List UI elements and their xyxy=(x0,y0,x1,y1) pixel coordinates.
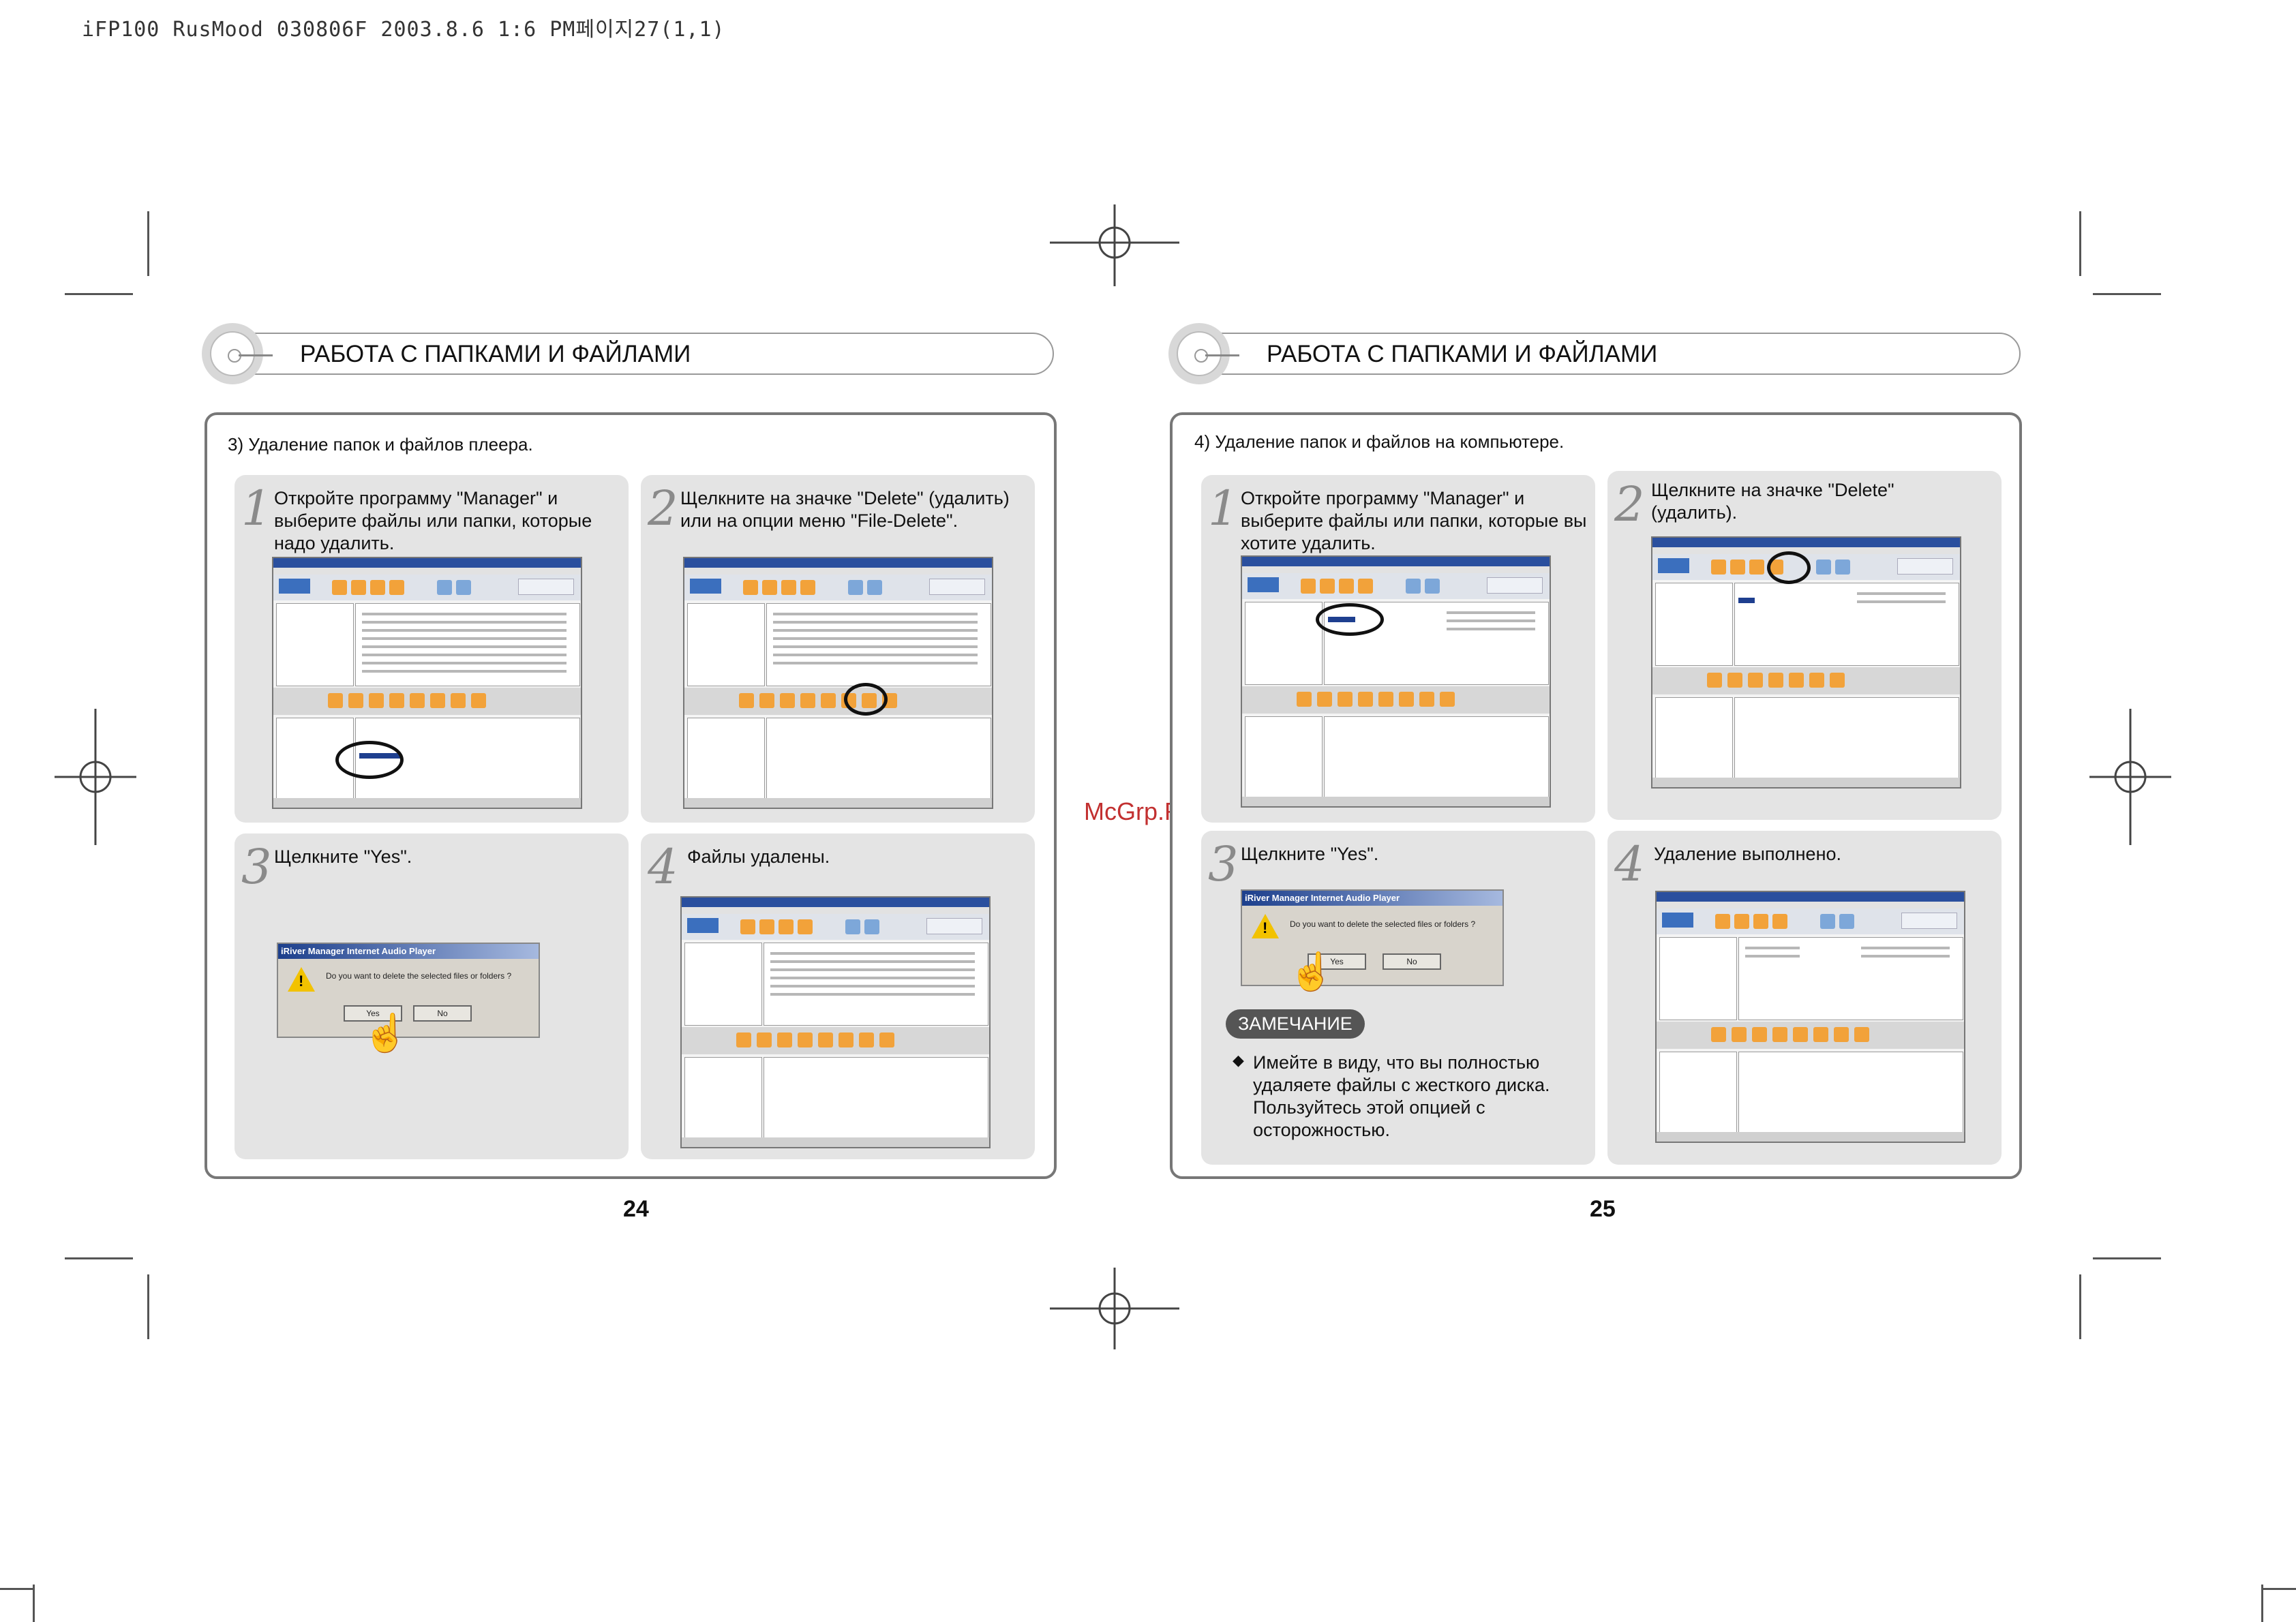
warning-icon: ! xyxy=(288,967,315,992)
step-text: Удаление выполнено. xyxy=(1654,844,1841,864)
manager-screenshot xyxy=(272,557,582,809)
no-button[interactable]: No xyxy=(413,1005,472,1022)
delete-icon-highlight-circle xyxy=(1767,551,1811,584)
print-header: iFP100 RusMood 030806F 2003.8.6 1:6 PM페이… xyxy=(82,18,725,42)
left-page-title: РАБОТА С ПАПКАМИ И ФАЙЛАМИ xyxy=(300,341,691,367)
step-text: Щелкните "Yes". xyxy=(274,846,412,867)
note-bullet: ◆ xyxy=(1233,1052,1244,1069)
step-number: 1 xyxy=(241,480,272,536)
step-number: 4 xyxy=(648,839,678,895)
step-text: Файлы удалены. xyxy=(687,846,830,867)
step-text: Откройте программу "Manager" и выберите … xyxy=(1241,488,1587,553)
dialog-message: Do you want to delete the selected files… xyxy=(1290,919,1476,929)
right-section-heading: 4) Удаление папок и файлов на компьютере… xyxy=(1194,431,1565,452)
step-text: Откройте программу "Manager" и выберите … xyxy=(274,488,592,553)
left-section-heading: 3) Удаление папок и файлов плеера. xyxy=(228,434,533,455)
registration-mark-bottom xyxy=(1050,1268,1179,1349)
delete-confirm-dialog: iRiver Manager Internet Audio Player ! D… xyxy=(1241,889,1504,986)
right-step-3: 3 Щелкните "Yes". iRiver Manager Interne… xyxy=(1201,831,1595,1165)
yes-button[interactable]: Yes xyxy=(344,1005,402,1022)
warning-icon: ! xyxy=(1252,914,1279,938)
delete-confirm-dialog: iRiver Manager Internet Audio Player ! D… xyxy=(277,943,540,1038)
step-number: 2 xyxy=(648,480,678,536)
left-page-number: 24 xyxy=(623,1196,649,1222)
right-step-4: 4 Удаление выполнено. xyxy=(1607,831,2002,1165)
dialog-message: Do you want to delete the selected files… xyxy=(326,971,512,981)
selection-highlight-circle xyxy=(335,741,404,779)
left-content-panel: 3) Удаление папок и файлов плеера. 1 Отк… xyxy=(205,412,1057,1179)
left-step-3: 3 Щелкните "Yes". iRiver Manager Interne… xyxy=(235,833,629,1159)
right-step-1: 1 Откройте программу "Manager" и выберит… xyxy=(1201,475,1595,823)
manager-screenshot xyxy=(680,896,991,1148)
registration-mark-top xyxy=(1050,204,1179,286)
note-badge: ЗАМЕЧАНИЕ xyxy=(1226,1009,1365,1039)
right-page-title-bar: РАБОТА С ПАПКАМИ И ФАЙЛАМИ xyxy=(1168,323,2021,384)
registration-mark-right xyxy=(2089,709,2171,845)
step-number: 3 xyxy=(1208,836,1239,892)
left-step-1: 1 Откройте программу "Manager" и выберит… xyxy=(235,475,629,823)
right-page-title: РАБОТА С ПАПКАМИ И ФАЙЛАМИ xyxy=(1267,341,1658,367)
delete-icon-highlight-circle xyxy=(844,683,888,716)
step-number: 2 xyxy=(1614,476,1645,532)
step-number: 4 xyxy=(1614,836,1645,892)
step-number: 1 xyxy=(1208,480,1239,536)
manager-screenshot xyxy=(1655,891,1965,1143)
right-step-2: 2 Щелкните на значке "Delete" (удалить). xyxy=(1607,471,2002,820)
left-step-4: 4 Файлы удалены. xyxy=(641,833,1035,1159)
manager-screenshot xyxy=(1241,555,1551,808)
manager-screenshot xyxy=(683,557,993,809)
note-text: Имейте в виду, что вы полностью удаляете… xyxy=(1253,1052,1550,1140)
step-text: Щелкните "Yes". xyxy=(1241,844,1379,864)
left-step-2: 2 Щелкните на значке "Delete" (удалить) … xyxy=(641,475,1035,823)
right-content-panel: 4) Удаление папок и файлов на компьютере… xyxy=(1170,412,2022,1179)
left-page-title-bar: РАБОТА С ПАПКАМИ И ФАЙЛАМИ xyxy=(202,323,1054,384)
right-page-number: 25 xyxy=(1590,1196,1616,1222)
registration-mark-left xyxy=(55,709,136,845)
dialog-title: iRiver Manager Internet Audio Player xyxy=(278,944,539,959)
yes-button[interactable]: Yes xyxy=(1308,953,1366,970)
manager-screenshot xyxy=(1651,536,1961,789)
step-text: Щелкните на значке "Delete" (удалить) ил… xyxy=(680,488,1010,531)
selection-highlight-circle xyxy=(1316,603,1384,636)
no-button[interactable]: No xyxy=(1383,953,1441,970)
pointer-hand-icon: ☝ xyxy=(1288,951,1335,992)
dialog-title: iRiver Manager Internet Audio Player xyxy=(1242,891,1502,906)
step-text: Щелкните на значке "Delete" (удалить). xyxy=(1651,480,1894,523)
step-number: 3 xyxy=(241,839,272,895)
pointer-hand-icon: ☝ xyxy=(363,1013,409,1054)
